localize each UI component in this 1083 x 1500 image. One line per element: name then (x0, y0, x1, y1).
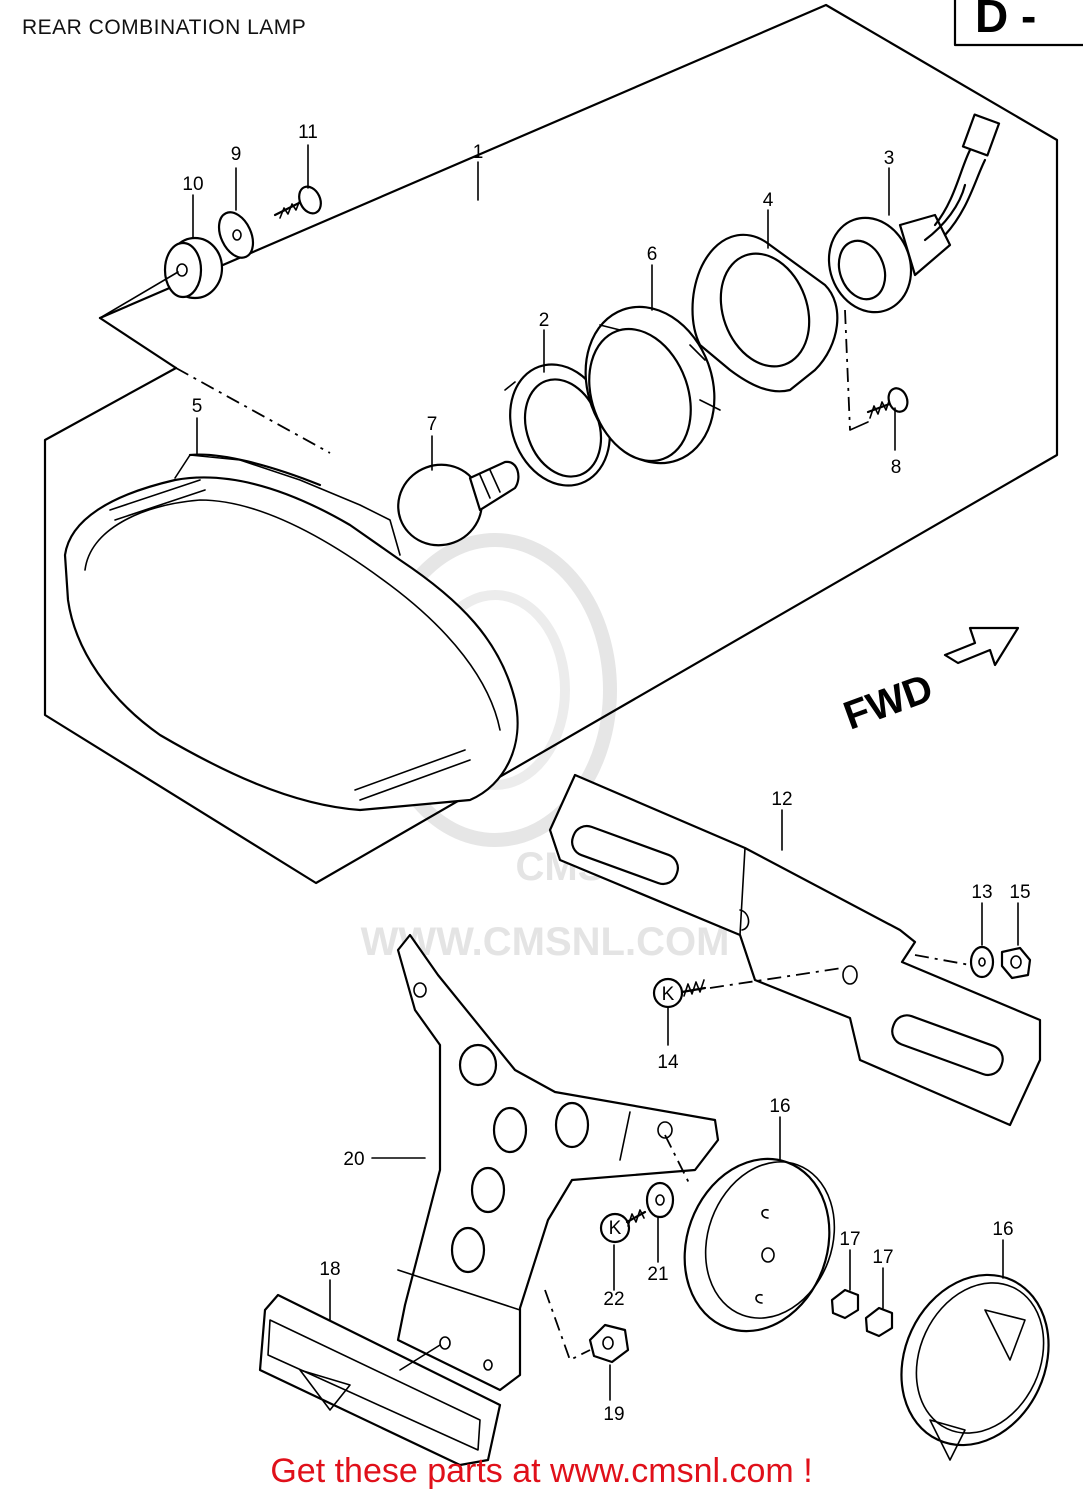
callout-8: 8 (891, 457, 902, 478)
callout-17a: 17 (839, 1229, 860, 1250)
part-20-plate-holder (396, 933, 720, 1392)
assembly-outline-box (43, 3, 1059, 885)
callout-15: 15 (1009, 882, 1030, 903)
callout-2: 2 (539, 310, 550, 331)
callout-1: 1 (473, 142, 484, 163)
part-3-socket (827, 113, 1001, 314)
callout-5: 5 (192, 396, 203, 417)
callout-11: 11 (298, 122, 318, 143)
section-code: D - (975, 0, 1036, 42)
part-5-lens (63, 453, 519, 812)
callout-13: 13 (971, 882, 992, 903)
footer-parts-link[interactable]: Get these parts at www.cmsnl.com ! (270, 1452, 813, 1490)
callout-6: 6 (647, 244, 658, 265)
callout-17b: 17 (872, 1247, 893, 1268)
part-16-reflector-a (683, 1157, 836, 1333)
callout-12: 12 (771, 789, 792, 810)
callout-16b: 16 (992, 1219, 1013, 1240)
callout-4: 4 (763, 190, 774, 211)
diagram-title: REAR COMBINATION LAMP (22, 16, 307, 39)
part-2-socket-ring (504, 363, 611, 487)
callout-10: 10 (182, 174, 203, 195)
part-19-nut (544, 1289, 630, 1364)
part-8-screw (844, 309, 909, 431)
callout-19: 19 (603, 1404, 624, 1425)
part-17-nut-a (830, 1288, 860, 1320)
part-12-license-bracket (548, 773, 1042, 1127)
leader-lines (192, 144, 1019, 1401)
part-21-washer (645, 1134, 691, 1219)
part-9-washer (217, 211, 255, 259)
part-16-reflector-b (900, 1273, 1050, 1461)
part-11-screw (273, 185, 322, 219)
part-18-license-lamp (258, 1293, 502, 1467)
callouts: 1 2 3 4 5 6 7 8 9 10 11 12 13 14 15 16 1… (182, 122, 1030, 1425)
part-22-bolt: K (599, 1209, 647, 1244)
part-10-grommet (99, 236, 224, 319)
k-mark-22: K (609, 1218, 622, 1239)
part-13-washer (914, 945, 995, 979)
part-4-gasket (691, 233, 839, 393)
k-mark-14: K (662, 984, 675, 1005)
part-15-nut (1000, 946, 1032, 980)
callout-22: 22 (603, 1289, 624, 1310)
forward-direction-indicator: FWD (838, 626, 1020, 738)
callout-14: 14 (657, 1052, 679, 1073)
callout-16a: 16 (769, 1096, 790, 1117)
part-7-bulb (397, 460, 520, 547)
fwd-label: FWD (838, 666, 939, 738)
part-14-bolt: K (652, 967, 843, 1009)
callout-9: 9 (231, 144, 242, 165)
callout-21: 21 (647, 1264, 668, 1285)
fwd-arrow-icon (943, 626, 1020, 667)
callout-20: 20 (343, 1149, 364, 1170)
part-17-nut-b (864, 1306, 894, 1338)
callout-18: 18 (319, 1259, 340, 1280)
section-code-box: D - (953, 0, 1083, 47)
callout-3: 3 (884, 148, 895, 169)
callout-7: 7 (427, 414, 438, 435)
part-6-retaining-ring (584, 305, 721, 465)
